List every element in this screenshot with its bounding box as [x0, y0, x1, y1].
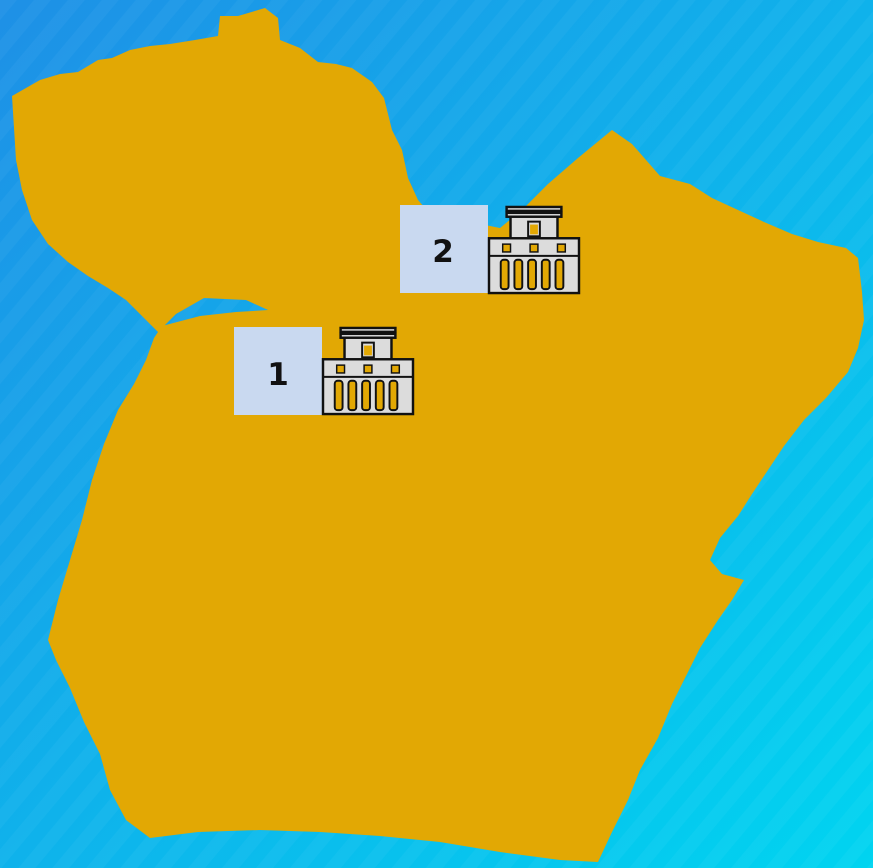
marker-1-label: 1	[267, 357, 289, 393]
marker-2-label-box	[400, 205, 488, 293]
region-shape	[12, 8, 864, 862]
marker-1[interactable]: 1	[234, 326, 415, 416]
marker-1-label-box	[234, 327, 322, 415]
marker-2-label: 2	[432, 234, 454, 270]
marker-2[interactable]: 2	[400, 205, 581, 295]
